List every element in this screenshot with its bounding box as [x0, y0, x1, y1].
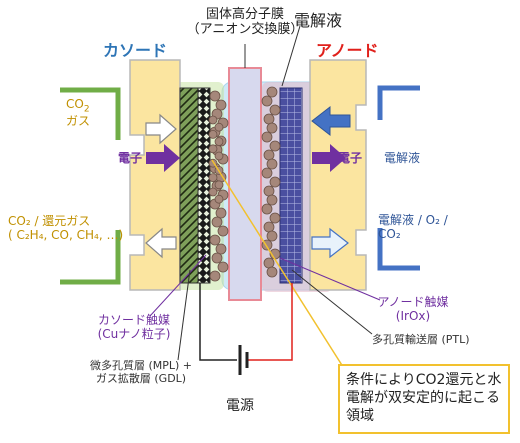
electrolyte-inflow-arrow — [311, 105, 351, 137]
electrolyte-out-line1: 電解液 / O₂ / — [378, 213, 448, 227]
catalyst-particle — [208, 144, 218, 154]
co2-inflow-arrow — [145, 113, 177, 145]
electrolyte-out-line2: CO₂ — [378, 226, 401, 241]
catalyst-particle — [266, 230, 278, 242]
catalyst-particle — [266, 158, 278, 170]
anode-catalyst-leader — [279, 257, 381, 301]
catalyst-particle — [208, 129, 218, 139]
catalyst-particle — [217, 225, 229, 237]
electrolyte-leader-line — [281, 25, 301, 87]
anode-catalyst-line2: (IrOx) — [395, 308, 431, 323]
catalyst-particle — [266, 122, 278, 134]
cathode-plate — [129, 59, 181, 291]
electrolyte-outlet-line — [377, 228, 420, 271]
electrolyte-title: 電解液 — [294, 11, 343, 30]
mpl-gdl-line1: 微多孔質層 (MPL) + — [89, 359, 193, 372]
catalyst-particle — [269, 140, 281, 152]
catalyst-particle — [263, 257, 275, 269]
membrane-title: 固体高分子膜 （アニオン交換膜） — [170, 7, 320, 38]
catalyst-particle — [211, 252, 223, 264]
catalyst-particle — [214, 151, 224, 161]
catalyst-particle — [214, 137, 224, 147]
power-source-label: 電源 — [226, 398, 254, 414]
mpl-gdl-line2: ガス拡散層 (GDL) — [95, 371, 187, 385]
catalyst-particle — [266, 86, 278, 98]
anode-catalyst-particles — [261, 86, 281, 278]
anode-catalyst-label: アノード触媒 (IrOx) — [368, 295, 458, 324]
bistable-region-note: 条件によりCO2還元と水電解が双安定的に起こる領域 — [338, 364, 510, 434]
membrane — [228, 67, 262, 301]
catalyst-particle — [261, 167, 273, 179]
microporous-layer — [197, 87, 211, 284]
catalyst-particle — [211, 216, 223, 228]
anode-plate — [309, 59, 367, 291]
products-line2: ( C₂H₄, CO, CH₄, …) — [8, 227, 124, 242]
catalyst-particle — [217, 261, 229, 273]
wire-cathode — [199, 283, 237, 361]
co2-inlet-line — [60, 87, 121, 140]
catalyst-particle — [263, 221, 275, 233]
ptl-label: 多孔質輸送層 (PTL) — [372, 333, 470, 346]
membrane-title-line2: （アニオン交換膜） — [186, 21, 304, 37]
catalyst-particle — [269, 104, 281, 116]
electron-arrow-cathode — [146, 144, 180, 172]
cathode-catalyst-leader — [149, 254, 207, 317]
catalyst-particle — [263, 149, 275, 161]
electrolyte-in-label: 電解液 — [384, 151, 421, 165]
electrolyte-outflow-arrow — [311, 227, 349, 259]
electrolyte-inlet-line — [377, 85, 420, 120]
catalyst-particle — [214, 194, 224, 204]
catalyst-particle — [208, 115, 218, 125]
catalyst-particle — [269, 212, 281, 224]
catalyst-particle — [215, 243, 227, 255]
catalyst-particle — [209, 234, 221, 246]
porous-transport-layer — [279, 87, 303, 284]
cathode-catalyst-line2: (Cuナノ粒子) — [97, 326, 171, 341]
catalyst-particle — [209, 270, 221, 282]
electron-label-right: 電子 — [338, 151, 363, 165]
electron-label-left: 電子 — [118, 151, 143, 165]
catalyst-particle — [214, 122, 224, 132]
note-leader-line — [211, 159, 346, 371]
anode-catalyst-line1: アノード触媒 — [377, 295, 449, 309]
catalyst-particle — [261, 131, 273, 143]
wire-anode — [247, 283, 293, 361]
cathode-catalyst-particles — [208, 90, 229, 282]
cathode-catalyst-line1: カソード触媒 — [97, 313, 170, 327]
anode-label: アノード — [316, 41, 379, 60]
mpl-gdl-label: 微多孔質層 (MPL) + ガス拡散層 (GDL) — [82, 359, 200, 385]
cathode-label: カソード — [103, 41, 168, 60]
product-outflow-arrow — [145, 227, 177, 259]
gas-diffusion-layer — [179, 87, 199, 284]
cathode-catalyst-label: カソード触媒 (Cuナノ粒子) — [84, 313, 184, 342]
membrane-title-line1: 固体高分子膜 — [205, 7, 284, 22]
catalyst-particle — [269, 176, 281, 188]
electron-arrow-anode — [312, 144, 346, 172]
electrolyte-out-label: 電解液 / O₂ / CO₂ — [378, 213, 448, 242]
products-label: CO₂ / 還元ガス ( C₂H₄, CO, CH₄, …) — [8, 214, 124, 243]
co2-subscript: 2 — [83, 104, 90, 115]
catalyst-particle — [261, 203, 273, 215]
co2-gas-label: CO2 ガス — [66, 97, 91, 129]
catalyst-particle — [208, 173, 218, 183]
gas-text: ガス — [66, 113, 91, 128]
mpl-gdl-leader — [177, 269, 191, 361]
catalyst-particle — [214, 180, 224, 190]
products-line1: CO₂ / 還元ガス — [8, 214, 91, 228]
co2-text: CO — [66, 97, 84, 111]
catalyst-particle — [263, 185, 275, 197]
catalyst-particle — [266, 266, 278, 278]
catalyst-particle — [209, 90, 221, 102]
product-outlet-line — [60, 230, 121, 285]
catalyst-particle — [215, 207, 227, 219]
catalyst-particle — [215, 99, 227, 111]
note-text: 条件によりCO2還元と水電解が双安定的に起こる領域 — [346, 372, 502, 425]
catalyst-particle — [261, 95, 273, 107]
ptl-leader — [291, 269, 373, 335]
catalyst-particle — [263, 113, 275, 125]
catalyst-particle — [266, 194, 278, 206]
catalyst-particle — [208, 187, 218, 197]
